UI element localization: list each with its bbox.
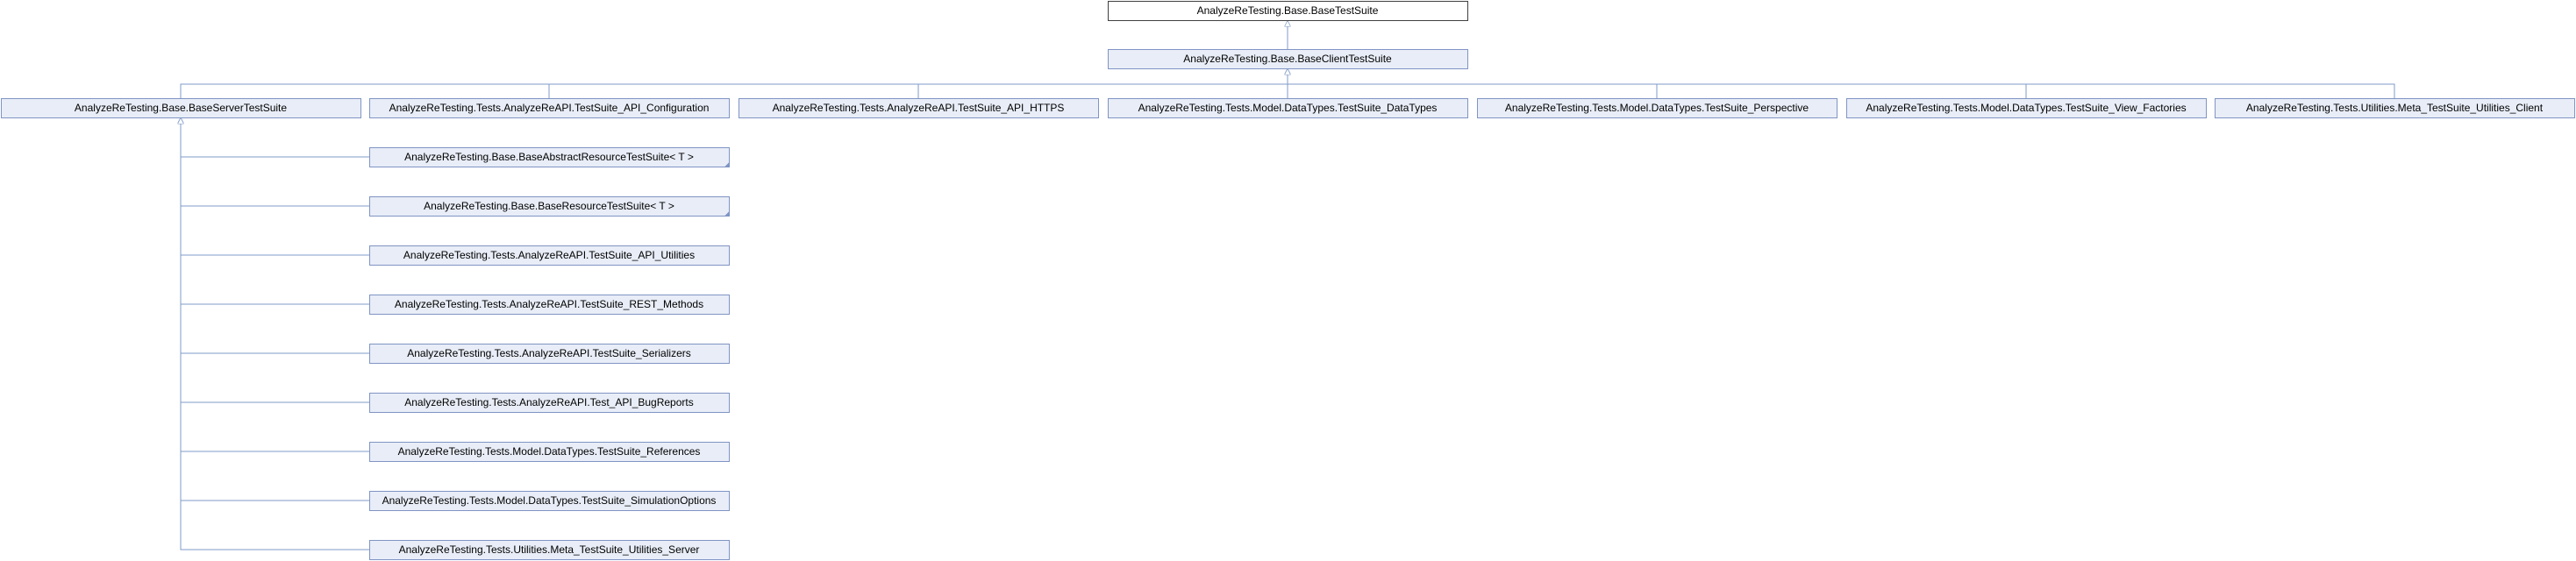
class-name-label: AnalyzeReTesting.Base.BaseTestSuite	[1197, 4, 1379, 17]
class-node-meta-test-suite-utilities-client[interactable]: AnalyzeReTesting.Tests.Utilities.Meta_Te…	[2215, 98, 2575, 118]
edge-meta-test-suite-utilities-client-to-base-client-test-suite	[1288, 69, 2395, 98]
class-box	[369, 344, 730, 364]
class-box	[369, 98, 730, 118]
class-box	[2215, 98, 2575, 118]
class-name-label: AnalyzeReTesting.Tests.Utilities.Meta_Te…	[399, 543, 700, 556]
edge-test-api-bugreports-to-base-server-test-suite	[181, 118, 369, 403]
class-node-meta-test-suite-utilities-server[interactable]: AnalyzeReTesting.Tests.Utilities.Meta_Te…	[369, 540, 730, 560]
class-name-label: AnalyzeReTesting.Tests.Model.DataTypes.T…	[398, 445, 701, 458]
class-name-label: AnalyzeReTesting.Base.BaseAbstractResour…	[404, 151, 694, 163]
class-name-label: AnalyzeReTesting.Tests.AnalyzeReAPI.Test…	[395, 298, 703, 310]
class-name-label: AnalyzeReTesting.Tests.Utilities.Meta_Te…	[2246, 102, 2544, 114]
class-node-test-suite-serializers[interactable]: AnalyzeReTesting.Tests.AnalyzeReAPI.Test…	[369, 344, 730, 364]
class-name-label: AnalyzeReTesting.Tests.AnalyzeReAPI.Test…	[403, 249, 695, 261]
class-node-base-server-test-suite[interactable]: AnalyzeReTesting.Base.BaseServerTestSuit…	[1, 98, 361, 118]
class-box	[369, 147, 730, 167]
edge-test-suite-references-to-base-server-test-suite	[181, 118, 369, 452]
edges-layer	[181, 21, 2395, 550]
class-node-test-suite-api-configuration[interactable]: AnalyzeReTesting.Tests.AnalyzeReAPI.Test…	[369, 98, 730, 118]
class-node-test-suite-datatypes[interactable]: AnalyzeReTesting.Tests.Model.DataTypes.T…	[1108, 98, 1468, 118]
class-name-label: AnalyzeReTesting.Tests.AnalyzeReAPI.Test…	[407, 347, 690, 359]
class-node-test-suite-api-https[interactable]: AnalyzeReTesting.Tests.AnalyzeReAPI.Test…	[739, 98, 1099, 118]
class-name-label: AnalyzeReTesting.Tests.Model.DataTypes.T…	[1866, 102, 2186, 114]
class-node-base-test-suite[interactable]: AnalyzeReTesting.Base.BaseTestSuite	[1108, 1, 1468, 21]
class-box	[369, 540, 730, 560]
edge-base-resource-test-suite-to-base-server-test-suite	[181, 118, 369, 207]
edge-base-abstract-resource-test-suite-to-base-server-test-suite	[181, 118, 369, 158]
class-box	[369, 393, 730, 413]
class-box	[739, 98, 1099, 118]
class-name-label: AnalyzeReTesting.Tests.Model.DataTypes.T…	[382, 494, 717, 507]
class-node-base-abstract-resource-test-suite[interactable]: AnalyzeReTesting.Base.BaseAbstractResour…	[369, 147, 730, 167]
class-box	[1108, 49, 1468, 69]
template-marker-icon	[724, 162, 730, 167]
class-name-label: AnalyzeReTesting.Tests.AnalyzeReAPI.Test…	[773, 102, 1065, 114]
class-box	[1108, 98, 1468, 118]
class-name-label: AnalyzeReTesting.Base.BaseClientTestSuit…	[1183, 53, 1392, 65]
class-box	[369, 491, 730, 511]
class-node-test-suite-perspective[interactable]: AnalyzeReTesting.Tests.Model.DataTypes.T…	[1477, 98, 1837, 118]
class-node-test-suite-simulation-options[interactable]: AnalyzeReTesting.Tests.Model.DataTypes.T…	[369, 491, 730, 511]
class-node-test-suite-api-utilities[interactable]: AnalyzeReTesting.Tests.AnalyzeReAPI.Test…	[369, 245, 730, 266]
class-node-test-suite-references[interactable]: AnalyzeReTesting.Tests.Model.DataTypes.T…	[369, 442, 730, 462]
class-box	[369, 245, 730, 266]
class-name-label: AnalyzeReTesting.Tests.AnalyzeReAPI.Test…	[404, 396, 694, 408]
template-marker-icon	[724, 211, 730, 217]
class-node-test-api-bugreports[interactable]: AnalyzeReTesting.Tests.AnalyzeReAPI.Test…	[369, 393, 730, 413]
class-name-label: AnalyzeReTesting.Tests.Model.DataTypes.T…	[1505, 102, 1809, 114]
class-name-label: AnalyzeReTesting.Base.BaseResourceTestSu…	[424, 200, 674, 212]
class-box	[1108, 1, 1468, 21]
class-node-base-client-test-suite[interactable]: AnalyzeReTesting.Base.BaseClientTestSuit…	[1108, 49, 1468, 69]
class-box	[1477, 98, 1837, 118]
edge-test-suite-api-utilities-to-base-server-test-suite	[181, 118, 369, 256]
class-box	[369, 442, 730, 462]
edge-test-suite-api-https-to-base-client-test-suite	[917, 69, 1288, 98]
class-box	[1, 98, 361, 118]
class-node-test-suite-rest-methods[interactable]: AnalyzeReTesting.Tests.AnalyzeReAPI.Test…	[369, 295, 730, 315]
class-node-test-suite-view-factories[interactable]: AnalyzeReTesting.Tests.Model.DataTypes.T…	[1846, 98, 2207, 118]
class-box	[1846, 98, 2207, 118]
edge-test-suite-serializers-to-base-server-test-suite	[181, 118, 369, 354]
class-box	[369, 196, 730, 217]
class-node-base-resource-test-suite[interactable]: AnalyzeReTesting.Base.BaseResourceTestSu…	[369, 196, 730, 217]
class-name-label: AnalyzeReTesting.Tests.AnalyzeReAPI.Test…	[389, 102, 710, 114]
class-box	[369, 295, 730, 315]
edge-meta-test-suite-utilities-server-to-base-server-test-suite	[181, 118, 369, 550]
class-name-label: AnalyzeReTesting.Base.BaseServerTestSuit…	[75, 102, 287, 114]
class-name-label: AnalyzeReTesting.Tests.Model.DataTypes.T…	[1138, 102, 1438, 114]
edge-test-suite-simulation-options-to-base-server-test-suite	[181, 118, 369, 501]
edge-test-suite-rest-methods-to-base-server-test-suite	[181, 118, 369, 305]
